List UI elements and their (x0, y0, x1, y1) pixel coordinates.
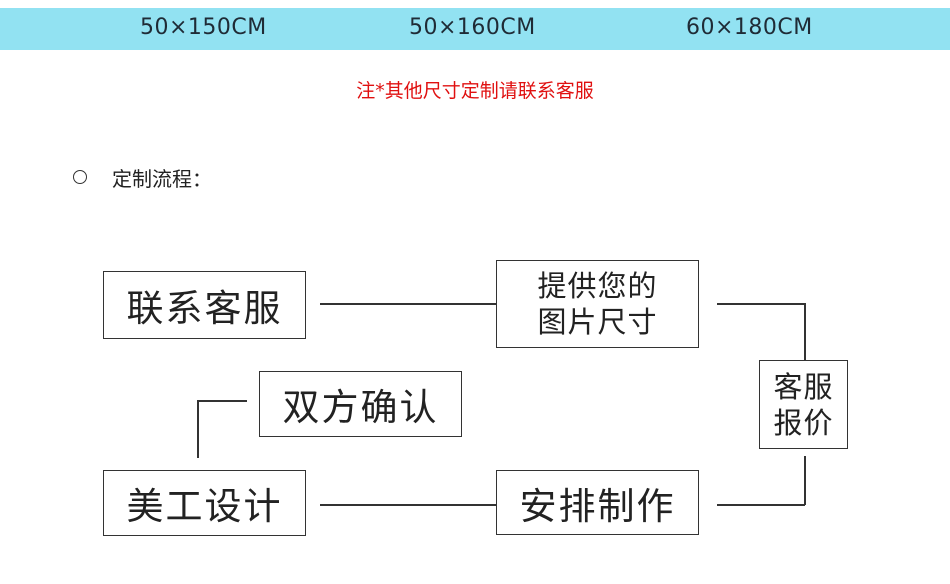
step-arrange-production: 安排制作 (496, 470, 699, 535)
step-contact-service: 联系客服 (103, 271, 306, 339)
connector-design-to-confirm-h (197, 400, 247, 402)
step-label: 联系客服 (126, 287, 283, 330)
step-label: 双方确认 (282, 386, 439, 429)
size-option: 50×160CM (409, 15, 536, 40)
step-quote: 客服 报价 (759, 360, 848, 449)
step-mutual-confirmation: 双方确认 (259, 371, 462, 437)
connector-arrange-to-design (320, 504, 496, 506)
size-options-bar: 50×150CM 50×160CM 60×180CM (0, 8, 950, 50)
step-design: 美工设计 (103, 470, 306, 536)
connector-quote-to-arrange-v (804, 456, 806, 505)
connector-provide-to-quote-h (717, 303, 805, 305)
step-label: 安排制作 (519, 484, 676, 528)
connector-contact-to-provide (320, 303, 496, 305)
step-label-line: 图片尺寸 (537, 305, 658, 339)
step-label: 美工设计 (126, 485, 283, 528)
connector-provide-to-quote-v (804, 303, 806, 360)
size-option: 60×180CM (686, 15, 813, 40)
step-label-line: 客服 (773, 369, 834, 404)
process-heading: 定制流程： (112, 167, 212, 191)
step-label-line: 报价 (773, 405, 834, 440)
circle-bullet-icon (73, 170, 87, 184)
step-provide-size: 提供您的 图片尺寸 (496, 260, 699, 348)
step-label-line: 提供您的 (537, 269, 658, 303)
custom-size-note: 注*其他尺寸定制请联系客服 (356, 80, 594, 102)
connector-design-to-confirm-v (197, 400, 199, 458)
connector-quote-to-arrange-h (717, 504, 805, 506)
size-option: 50×150CM (140, 15, 267, 40)
